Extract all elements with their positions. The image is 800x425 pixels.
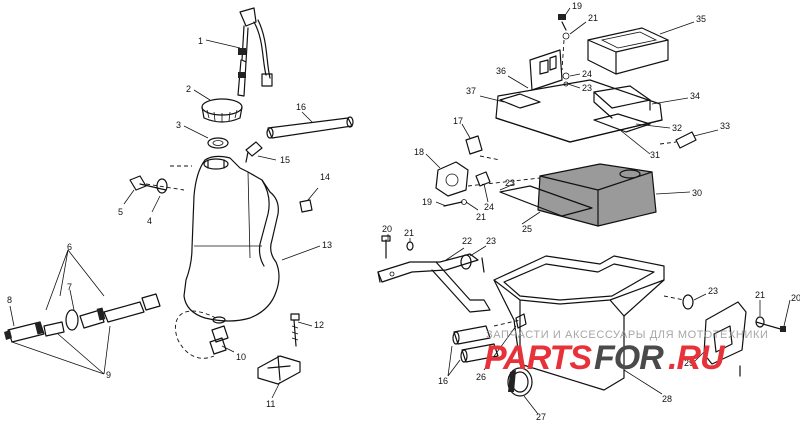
foam-pad	[587, 27, 669, 75]
callout-11: 11	[266, 399, 275, 409]
callout-16b: 16	[438, 376, 448, 386]
callout-7: 7	[67, 282, 72, 292]
callout-9: 9	[106, 370, 111, 380]
callout-3: 3	[176, 120, 181, 130]
callout-33: 33	[720, 121, 730, 131]
rubber-sleeves	[452, 325, 499, 363]
fuel-gauge-sender	[237, 7, 273, 97]
cap-gasket	[207, 137, 229, 149]
callout-6: 6	[67, 242, 72, 252]
callout-2: 2	[186, 84, 191, 94]
callout-23c: 23	[582, 83, 592, 93]
callout-23a: 23	[486, 236, 496, 246]
callout-32: 32	[672, 123, 682, 133]
battery	[537, 163, 657, 227]
callout-28: 28	[662, 394, 672, 404]
callout-10: 10	[236, 352, 246, 362]
callout-37: 37	[466, 86, 476, 96]
fuel-tank	[183, 155, 280, 322]
callout-23d: 23	[708, 286, 718, 296]
callout-27: 27	[536, 412, 546, 422]
callout-15: 15	[280, 155, 290, 165]
callout-1: 1	[198, 36, 203, 46]
battery-pad	[499, 185, 593, 217]
tank-bracket	[257, 355, 301, 385]
fuel-line-assembly	[4, 293, 161, 343]
callout-21a: 21	[404, 228, 414, 238]
callout-8: 8	[7, 295, 12, 305]
vent-hose	[266, 116, 354, 139]
callout-17: 17	[453, 116, 463, 126]
fuel-valve	[209, 316, 229, 355]
callout-21c: 21	[588, 13, 598, 23]
fuel-cap	[201, 98, 243, 123]
strap-bracket	[703, 301, 747, 365]
battery-box-assembly	[377, 14, 786, 397]
mounting-bracket	[377, 253, 491, 313]
callout-19a: 19	[422, 197, 432, 207]
box-cover	[495, 79, 663, 143]
callout-24b: 24	[582, 69, 592, 79]
callout-22: 22	[462, 236, 472, 246]
callout-20a: 20	[382, 224, 392, 234]
battery-box	[493, 255, 665, 391]
callout-14: 14	[320, 172, 330, 182]
hold-down-bracket	[529, 49, 563, 91]
battery-terminals	[435, 135, 541, 207]
callout-36: 36	[496, 66, 506, 76]
callout-4: 4	[147, 216, 152, 226]
callout-5: 5	[118, 207, 123, 217]
callout-labels: 1 2 3 4 5 6 7 8 9 10 11 12 13 14 15 16 1…	[7, 1, 800, 422]
callout-35: 35	[696, 14, 706, 24]
callout-29: 29	[684, 358, 694, 368]
callout-20b: 20	[791, 293, 800, 303]
callout-16a: 16	[296, 102, 306, 112]
callout-19b: 19	[572, 1, 582, 11]
clamp-ring	[507, 367, 533, 397]
callout-34: 34	[690, 91, 700, 101]
callout-13: 13	[322, 240, 332, 250]
fuel-tank-assembly	[4, 7, 354, 385]
callout-30: 30	[692, 188, 702, 198]
callout-18: 18	[414, 147, 424, 157]
callout-24a: 24	[484, 202, 494, 212]
callout-21b: 21	[476, 212, 486, 222]
callout-26: 26	[476, 372, 486, 382]
callout-25: 25	[522, 224, 532, 234]
callout-23b: 23	[505, 178, 515, 188]
callout-12: 12	[314, 320, 324, 330]
callout-31: 31	[650, 150, 660, 160]
callout-21d: 21	[755, 290, 765, 300]
